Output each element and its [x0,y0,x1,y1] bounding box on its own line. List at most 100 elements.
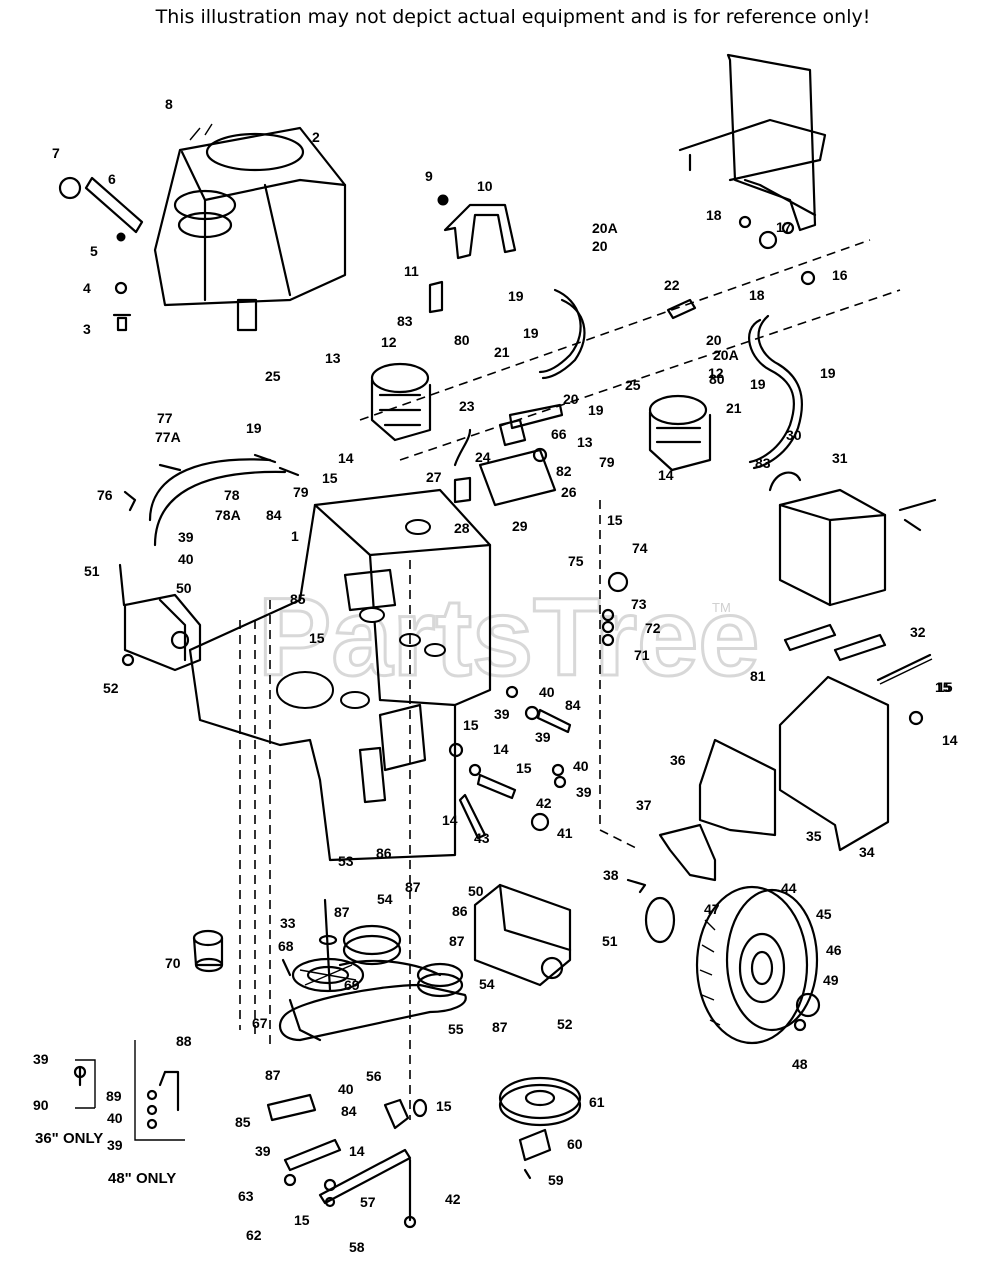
part-35-panel[interactable] [698,738,777,837]
part-67-idler-arm[interactable] [288,998,322,1042]
part-37-bracket[interactable] [658,823,717,882]
part-69-fan-pulley[interactable] [291,957,365,993]
callout-28: 28 [454,520,470,536]
hose-77[interactable] [148,458,272,522]
part-59-screw[interactable] [523,1168,532,1180]
watermark-text: PartsTree [258,576,759,699]
callout-38: 38 [603,867,619,883]
part-18-fitting[interactable] [758,230,778,250]
part-76[interactable] [123,490,137,512]
callout-39: 39 [494,706,510,722]
callout-88: 88 [176,1033,192,1049]
callout-33: 33 [280,915,296,931]
part-81-pads[interactable] [783,623,887,662]
callout-78a: 78A [215,507,241,523]
part-44-wheel-tire[interactable] [695,885,819,1045]
part-60-hub[interactable] [518,1128,552,1162]
part-10-bracket[interactable] [443,203,517,260]
part-5[interactable] [116,232,126,242]
part-41[interactable] [530,812,550,832]
part-29-plate[interactable] [478,448,557,507]
part-50-hydro-pump-right[interactable] [473,883,572,987]
callout-77a: 77A [155,429,181,445]
engine[interactable] [153,123,347,332]
callout-54: 54 [479,976,495,992]
part-51-pin-left[interactable] [118,563,126,607]
battery-strap[interactable] [898,498,937,532]
watermark-trademark: TM [712,600,731,615]
part-12-pump-left[interactable] [370,362,432,442]
callout-40: 40 [539,684,555,700]
callout-15: 15 [937,679,953,695]
callout-59: 59 [548,1172,564,1188]
callout-83: 83 [397,313,413,329]
callout-81: 81 [750,668,766,684]
part-31-battery[interactable] [768,471,887,607]
part-3-bolt[interactable] [112,313,132,332]
part-12-pump-right[interactable] [648,394,712,472]
part-28[interactable] [453,476,472,504]
part-32-rod[interactable] [876,653,932,682]
callout-26: 26 [561,484,577,500]
part-55-belt[interactable] [278,983,467,1042]
part-34-panel[interactable] [778,675,890,852]
part-52-left[interactable] [121,653,135,667]
part-61-drive-pulley[interactable] [498,1076,582,1127]
callout-83: 83 [755,455,771,471]
callout-20a: 20A [713,347,739,363]
part-54-pulley-upper[interactable] [342,924,402,966]
callout-74: 74 [632,540,648,556]
note-48-only: 48" ONLY [108,1170,176,1187]
hose-78[interactable] [153,470,287,547]
callout-39: 39 [576,784,592,800]
part-4-washer[interactable] [114,281,128,295]
hose-20-right[interactable] [748,318,795,464]
callout-57: 57 [360,1194,376,1210]
part-47-hub[interactable] [644,896,676,944]
callout-45: 45 [816,906,832,922]
part-49-nut[interactable] [795,992,821,1018]
part-7-nut[interactable] [58,176,82,200]
callout-9: 9 [425,168,433,184]
fuel-tank-bracket[interactable] [726,53,817,232]
part-callouts: 23456789101183801312251921191920A2022181… [33,96,958,1255]
callout-4: 4 [83,280,91,296]
callout-7: 7 [52,145,60,161]
part-84-link[interactable] [283,1138,342,1172]
part-11-clip[interactable] [428,280,444,314]
part-88[interactable] [158,1070,180,1112]
part-56-bracket[interactable] [383,1098,410,1130]
callout-24: 24 [475,449,491,465]
note-36-only: 36" ONLY [35,1130,103,1147]
part-6-shaft[interactable] [84,176,144,234]
part-1-main-frame[interactable] [188,488,492,862]
part-85-bracket[interactable] [266,1093,317,1122]
part-9[interactable] [437,194,449,206]
callout-66: 66 [551,426,567,442]
part-50-hydro-pump-left[interactable] [123,593,202,672]
part-57-rod[interactable] [318,1148,412,1205]
disclaimer-text: This illustration may not depict actual … [155,6,871,28]
part-70-bushing[interactable] [192,929,224,973]
callout-56: 56 [366,1068,382,1084]
part-22-filter[interactable] [666,298,697,320]
callout-51: 51 [84,563,100,579]
hose-23[interactable] [453,428,472,467]
callout-80: 80 [454,332,470,348]
callout-18: 18 [749,287,765,303]
part-68[interactable] [281,958,292,977]
callout-20: 20 [592,238,608,254]
part-74[interactable] [607,571,629,593]
callout-11: 11 [404,263,419,279]
callout-15: 15 [436,1098,452,1114]
part-24[interactable] [498,418,527,447]
hose-20-left[interactable] [538,288,582,374]
callout-17: 17 [776,219,792,235]
callout-14: 14 [442,812,458,828]
callout-50: 50 [176,580,192,596]
callout-42: 42 [536,795,552,811]
callout-49: 49 [823,972,839,988]
callout-25: 25 [265,368,281,384]
callout-43: 43 [474,830,490,846]
